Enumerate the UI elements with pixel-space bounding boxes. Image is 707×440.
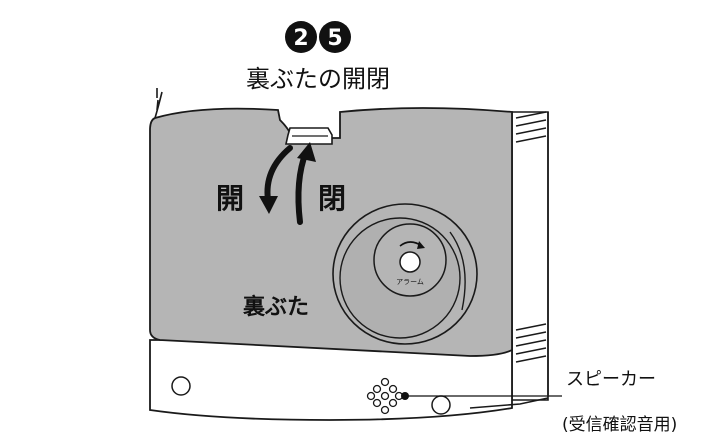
speaker-hole bbox=[380, 405, 390, 415]
close-label: 閉 bbox=[318, 182, 346, 215]
step-badge-1: 2 bbox=[293, 26, 308, 51]
open-arrow bbox=[259, 145, 293, 214]
step-badge-circle-2 bbox=[319, 21, 351, 53]
speaker-hole bbox=[388, 398, 398, 408]
latch-tab bbox=[285, 127, 333, 145]
speaker-hole bbox=[366, 391, 376, 401]
speaker-hole bbox=[380, 391, 390, 401]
screw-hole-left bbox=[171, 376, 191, 396]
speaker-sublabel: (受信確認音用) bbox=[562, 415, 677, 435]
lower-housing bbox=[149, 339, 513, 421]
screw-hole-right bbox=[431, 395, 451, 415]
rotate-arrowhead bbox=[417, 241, 425, 249]
step-badge-2: 5 bbox=[327, 26, 342, 51]
alarm-dial: アラーム bbox=[332, 203, 478, 345]
side-grooves-lower bbox=[515, 323, 547, 363]
alarm-knob bbox=[399, 251, 421, 273]
step-badges: 2 5 bbox=[285, 21, 351, 53]
lower-housing-base-edge bbox=[469, 397, 549, 409]
speaker-hole bbox=[388, 384, 398, 394]
step-badge-circle-1 bbox=[285, 21, 317, 53]
speaker-hole bbox=[372, 398, 382, 408]
speaker-hole bbox=[372, 384, 382, 394]
page-title: 裏ぶたの開閉 bbox=[246, 65, 390, 93]
open-label: 開 bbox=[216, 182, 244, 215]
alarm-label: アラーム bbox=[396, 278, 424, 286]
close-arrow bbox=[295, 142, 316, 225]
cord bbox=[154, 88, 163, 119]
back-cover-label: 裏ぶた bbox=[243, 294, 309, 320]
dial-bezel-curve bbox=[449, 231, 466, 311]
speaker-label: スピーカー bbox=[566, 369, 656, 390]
speaker-hole bbox=[380, 377, 390, 387]
speaker-grille bbox=[366, 377, 404, 415]
device-side-panel bbox=[511, 111, 549, 401]
side-grooves-upper bbox=[515, 111, 547, 143]
